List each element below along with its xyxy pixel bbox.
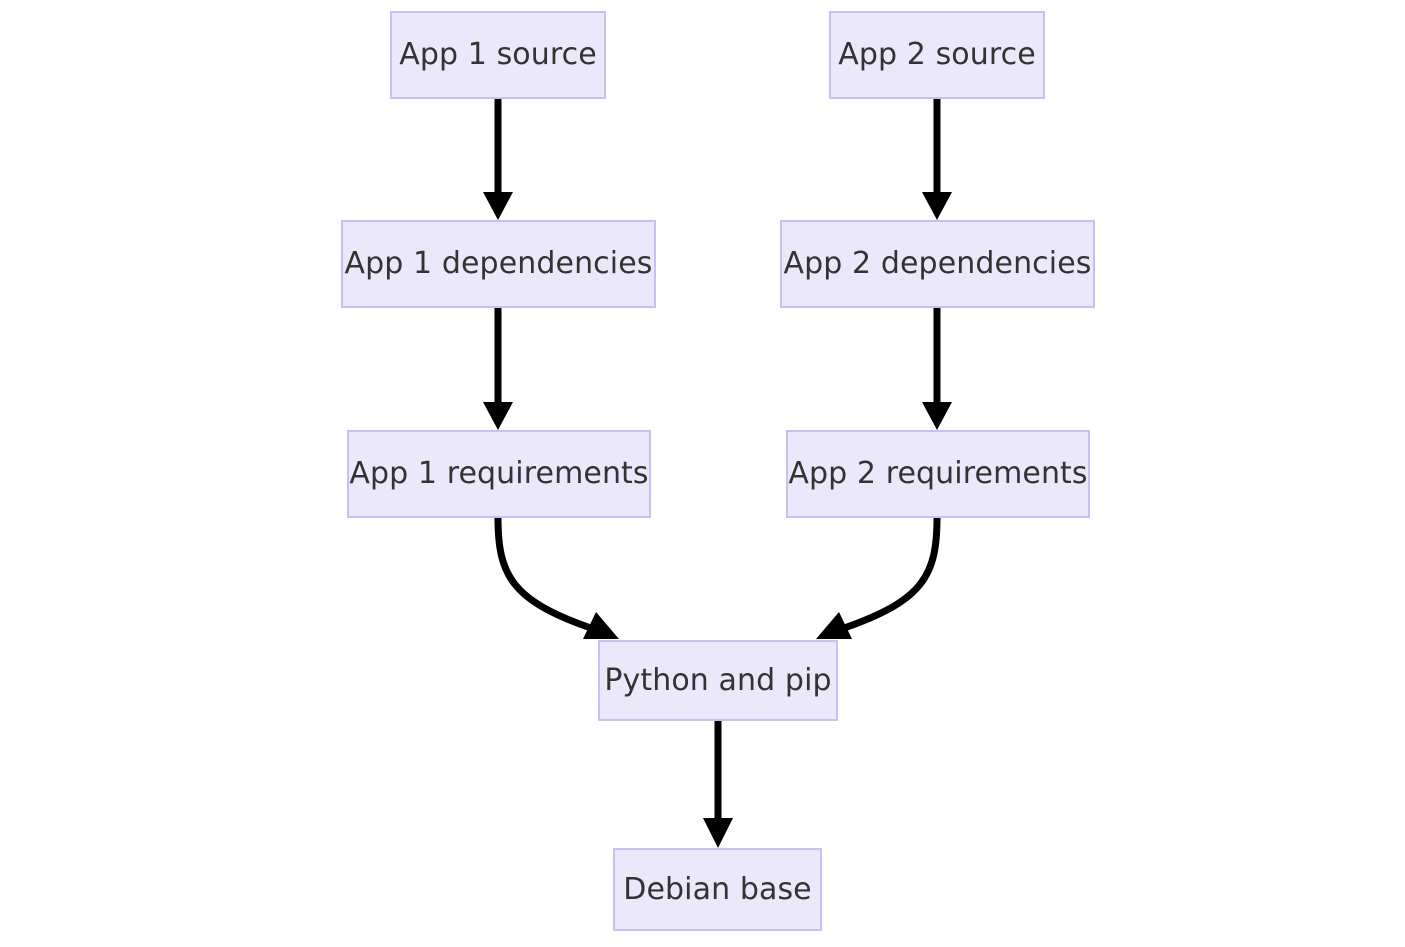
node-app1-source[interactable]: App 1 source [390,11,606,99]
node-label: App 1 requirements [349,456,649,491]
node-label: App 2 requirements [788,456,1088,491]
edge-app1-dependencies-to-app1-requirements [483,308,513,430]
edge-app1-requirements-to-python-and-pip [494,514,619,639]
node-app2-source[interactable]: App 2 source [829,11,1045,99]
node-debian-base[interactable]: Debian base [613,848,822,931]
node-python-and-pip[interactable]: Python and pip [598,640,838,721]
edge-python-and-pip-to-debian-base [703,721,733,848]
edge-app2-dependencies-to-app2-requirements [922,308,952,430]
node-app2-dependencies[interactable]: App 2 dependencies [780,220,1095,308]
node-label: App 2 source [838,37,1036,72]
edge-app1-source-to-app1-dependencies [483,99,513,220]
edge-app2-source-to-app2-dependencies [922,99,952,220]
node-label: App 1 dependencies [344,246,653,281]
node-app2-requirements[interactable]: App 2 requirements [786,430,1090,518]
node-label: Python and pip [604,662,832,698]
node-app1-dependencies[interactable]: App 1 dependencies [341,220,656,308]
node-label: Debian base [623,871,812,907]
edge-app2-requirements-to-python-and-pip [816,514,941,639]
node-label: App 1 source [399,37,597,72]
node-app1-requirements[interactable]: App 1 requirements [347,430,651,518]
node-label: App 2 dependencies [783,246,1092,281]
